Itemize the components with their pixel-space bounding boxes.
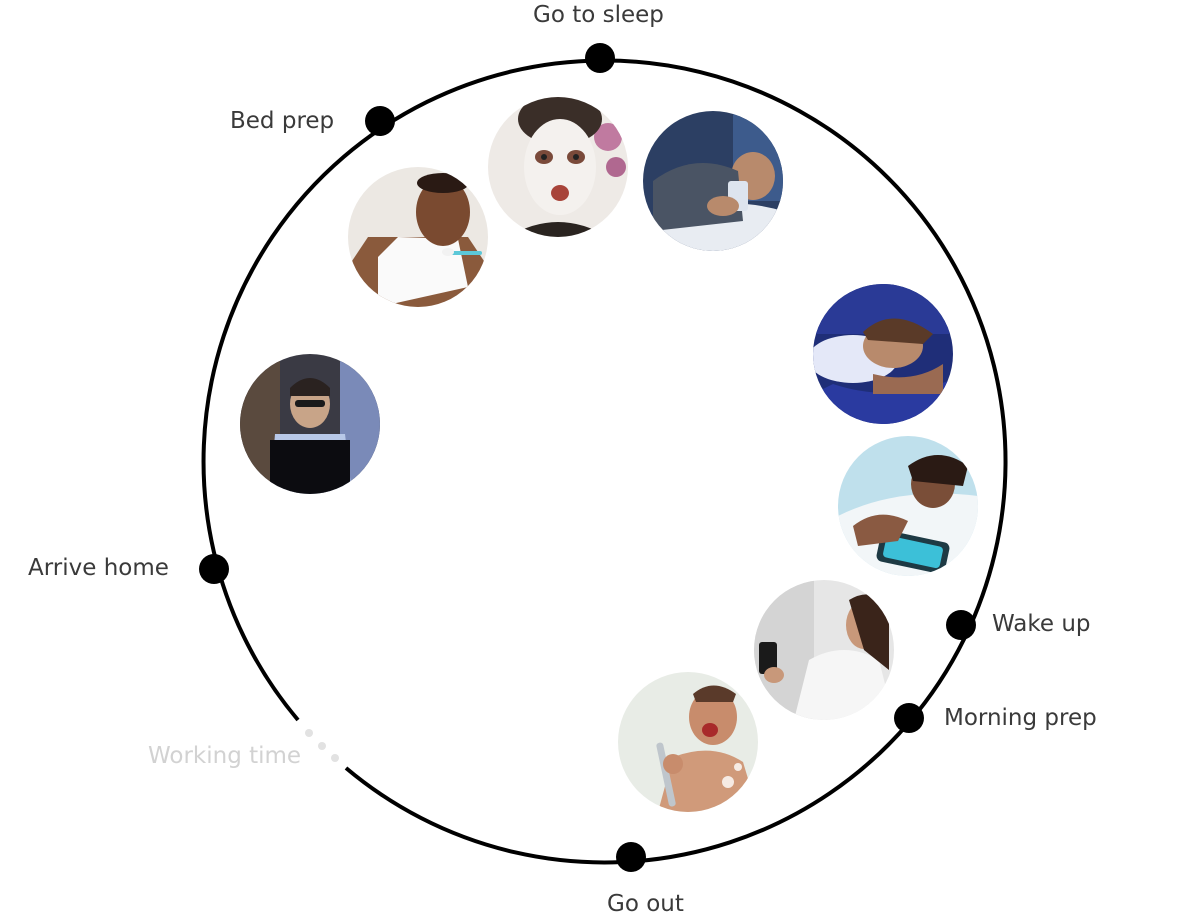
label-working-time: Working time [148,743,302,769]
label-bed-prep: Bed prep [230,108,335,134]
gap-dot [331,754,339,762]
marker-bed-prep [365,106,395,136]
marker-go-to-sleep [585,43,615,73]
label-go-to-sleep: Go to sleep [533,2,664,28]
label-arrive-home: Arrive home [28,555,169,581]
label-morning-prep: Morning prep [944,705,1097,731]
laptop-at-night-photo [240,354,380,494]
label-go-out: Go out [607,891,684,917]
brushing-teeth-photo [348,167,488,307]
gap-dot [318,742,326,750]
alarm-snooze-photo [838,436,978,576]
marker-wake-up [946,610,976,640]
marker-arrive-home [199,554,229,584]
morning-phone-photo [754,580,894,720]
gap-dot [305,729,313,737]
shower-singing-photo [618,672,758,812]
sleeping-photo [813,284,953,424]
label-wake-up: Wake up [992,611,1091,637]
marker-go-out [616,842,646,872]
marker-morning-prep [894,703,924,733]
face-mask-photo [488,97,628,237]
phone-in-bed-photo [643,111,783,251]
cycle-ring [201,58,1008,865]
